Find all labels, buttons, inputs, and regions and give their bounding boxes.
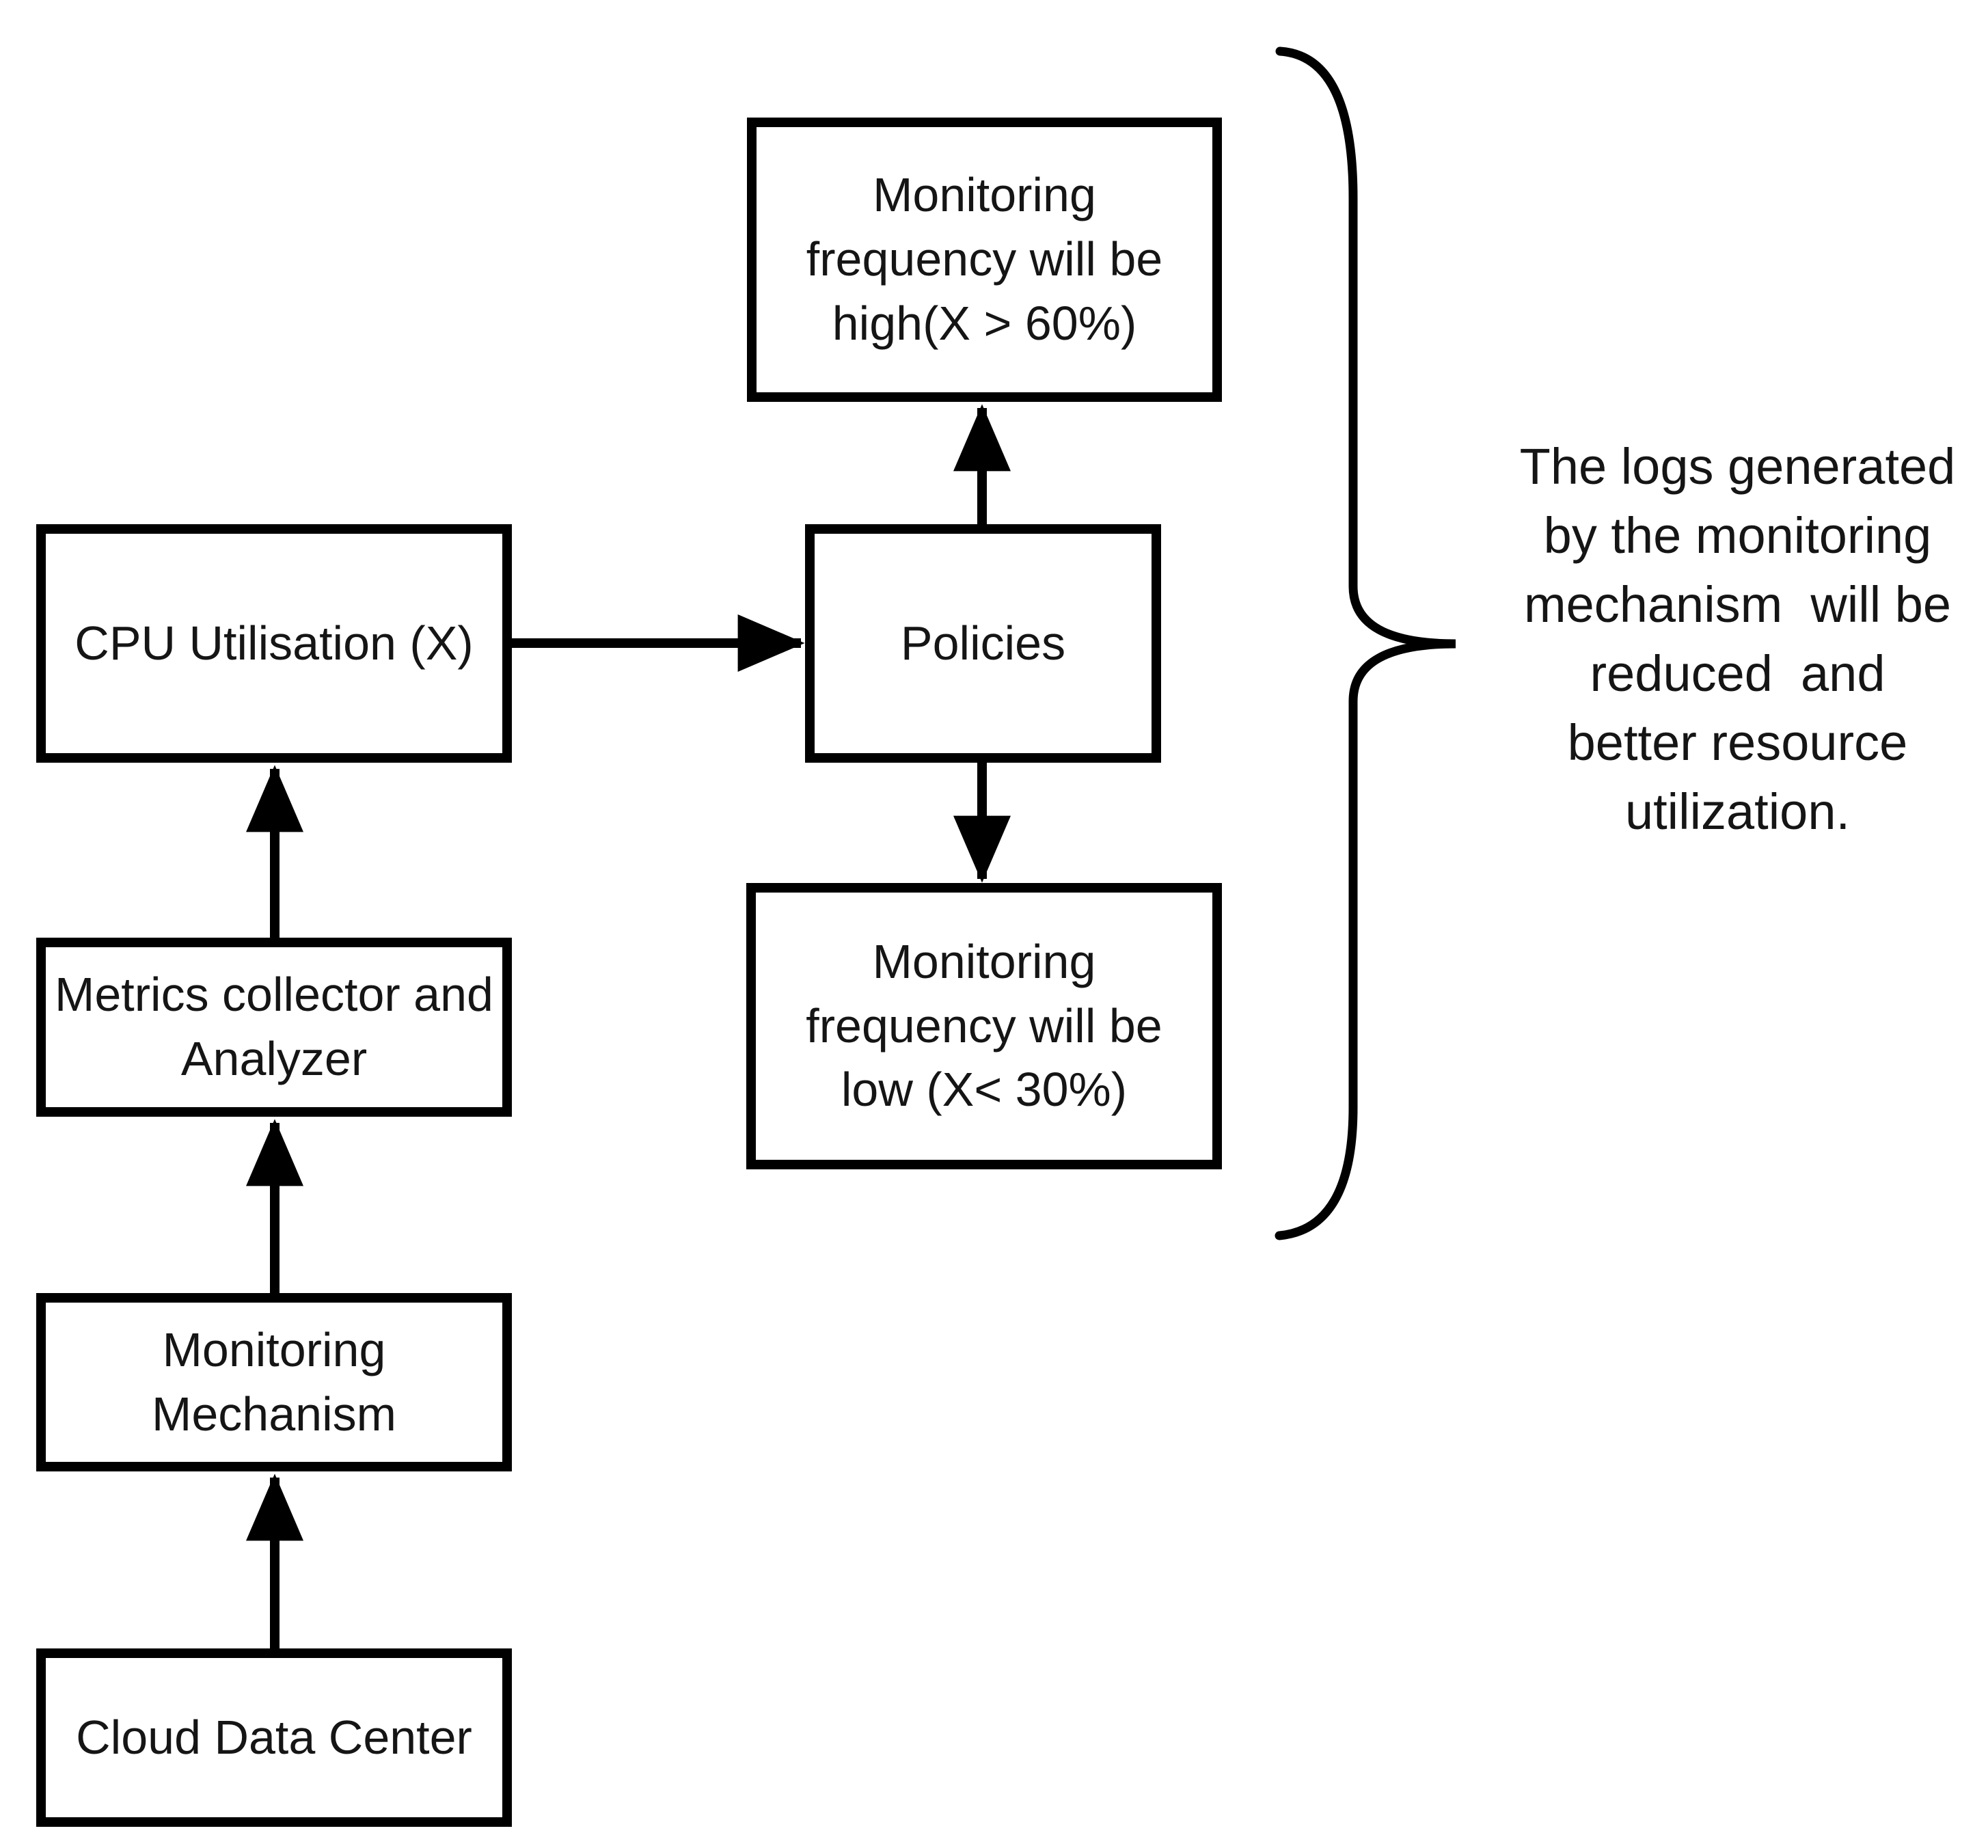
node-metrics-collector-analyzer: Metrics collector and Analyzer xyxy=(36,938,512,1117)
node-cloud-data-center: Cloud Data Center xyxy=(36,1648,512,1827)
annotation-line: better resource xyxy=(1567,714,1908,771)
node-monitoring-mechanism: Monitoring Mechanism xyxy=(36,1293,512,1471)
node-monitoring-frequency-low: Monitoring frequency will be low (X< 30%… xyxy=(746,883,1222,1169)
node-monitoring-frequency-high-label: Monitoring frequency will be high(X > 60… xyxy=(806,168,1163,350)
curly-brace xyxy=(1275,46,1456,1240)
annotation-line: The logs generated xyxy=(1519,438,1956,495)
annotation-line: utilization. xyxy=(1624,783,1851,840)
node-policies-label: Policies xyxy=(900,616,1066,670)
node-policies: Policies xyxy=(805,524,1161,763)
node-monitoring-frequency-low-label: Monitoring frequency will be low (X< 30%… xyxy=(806,934,1162,1117)
node-metrics-collector-analyzer-label: Metrics collector and Analyzer xyxy=(55,968,493,1085)
annotation-text: The logs generated by the monitoring mec… xyxy=(1493,432,1982,846)
node-cloud-data-center-label: Cloud Data Center xyxy=(76,1710,472,1764)
node-cpu-utilisation-label: CPU Utilisation (X) xyxy=(74,616,474,670)
annotation-line: by the monitoring xyxy=(1543,507,1932,564)
annotation-line: reduced and xyxy=(1590,645,1885,702)
annotation-line: mechanism will be xyxy=(1523,576,1952,633)
node-cpu-utilisation: CPU Utilisation (X) xyxy=(36,524,512,763)
node-monitoring-mechanism-label: Monitoring Mechanism xyxy=(152,1322,396,1441)
node-monitoring-frequency-high: Monitoring frequency will be high(X > 60… xyxy=(747,118,1222,402)
